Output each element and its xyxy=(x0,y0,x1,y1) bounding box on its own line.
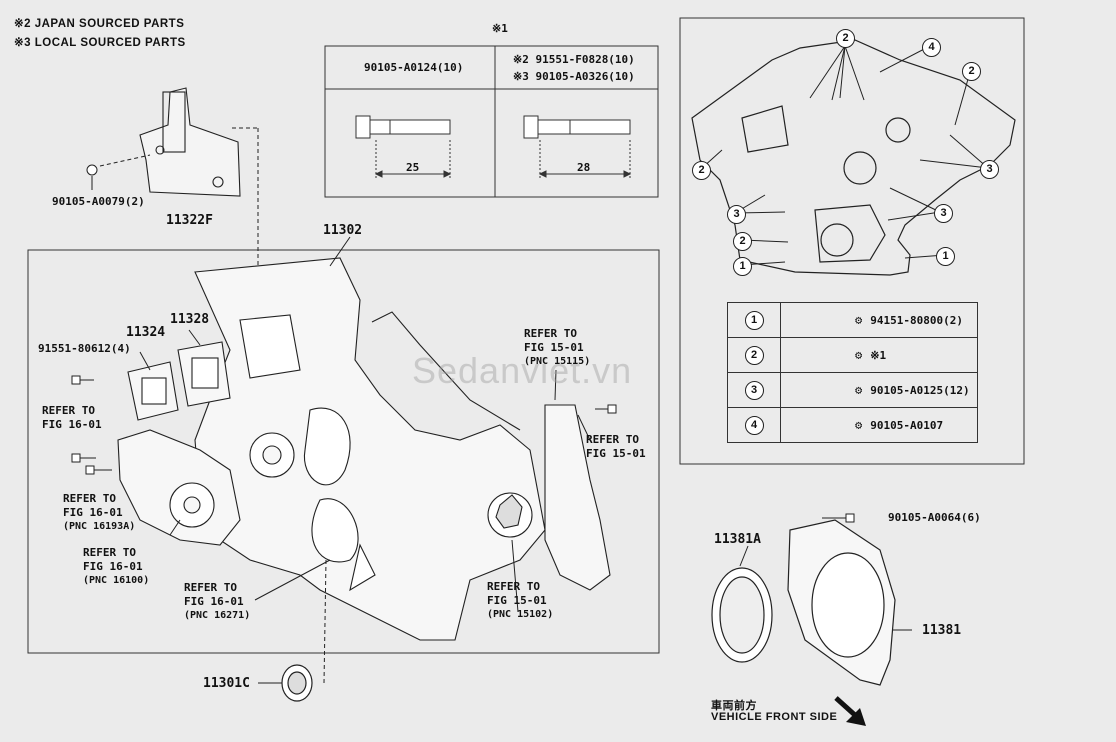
callout-1-left: 1 xyxy=(733,256,752,276)
legend-part-2[interactable]: ※1 xyxy=(870,348,887,362)
callout-2-top: 2 xyxy=(836,28,855,48)
note-japan-sourced: ※2 JAPAN SOURCED PARTS xyxy=(14,18,185,30)
part-front-seal[interactable]: 11301C xyxy=(203,676,250,691)
bolt-table-col1-part: 90105-A0124(10) xyxy=(364,61,464,74)
front-oil-seal-drawing xyxy=(281,664,313,702)
bolt-table-marker: ※1 xyxy=(492,22,508,35)
callout-3-left: 3 xyxy=(727,204,746,224)
callout-4: 4 xyxy=(922,37,941,57)
part-bracket[interactable]: 11322F xyxy=(166,213,213,228)
leader-lines xyxy=(139,236,912,684)
oil-pump-drawing xyxy=(487,404,611,591)
rear-oil-seal-drawing xyxy=(711,567,773,663)
bolt-table-col2-part-b: ※3 90105-A0326(10) xyxy=(513,70,635,83)
legend-row-4: 4 ⚙ 90105-A0107 xyxy=(727,407,978,443)
water-pump-drawing xyxy=(117,429,241,546)
bolt-28-icon xyxy=(523,115,632,180)
bolt-icon: ⚙ xyxy=(855,383,863,397)
legend-row-1: 1 ⚙ 94151-80800(2) xyxy=(727,302,978,338)
vehicle-front-label-en: VEHICLE FRONT SIDE xyxy=(711,711,838,723)
legend-part-3[interactable]: 90105-A0125(12) xyxy=(870,383,970,397)
bolt-legend-table: 1 ⚙ 94151-80800(2) 2 ⚙ ※1 3 ⚙ 90105-A0125(1… xyxy=(727,302,978,443)
bolt-icon: ⚙ xyxy=(855,313,863,327)
callout-2-lower: 2 xyxy=(733,231,752,251)
callout-lines xyxy=(701,45,989,266)
callout-3-right: 3 xyxy=(980,159,999,179)
bracket-drawing xyxy=(139,87,241,197)
part-gasket-b[interactable]: 11328 xyxy=(170,312,210,327)
part-rear-retainer[interactable]: 11381 xyxy=(922,623,962,638)
part-gasket-a[interactable]: 11324 xyxy=(126,325,166,340)
small-bolts xyxy=(71,375,855,523)
bolt-length-28: 28 xyxy=(577,161,591,174)
note-local-sourced: ※3 LOCAL SOURCED PARTS xyxy=(14,37,186,49)
rear-retainer-drawing xyxy=(787,519,896,686)
callout-1-right: 1 xyxy=(936,246,955,266)
part-timing-cover[interactable]: 11302 xyxy=(323,223,363,238)
bolt-icon: ⚙ xyxy=(855,418,863,432)
callout-2-right: 2 xyxy=(962,61,981,81)
legend-part-4[interactable]: 90105-A0107 xyxy=(870,418,944,432)
bolt-icon: ⚙ xyxy=(855,348,863,362)
bolt-table-col2-part-a: ※2 91551-F0828(10) xyxy=(513,53,635,66)
legend-part-1[interactable]: 94151-80800(2) xyxy=(870,313,963,327)
gaskets-drawing xyxy=(127,341,231,421)
bolt-25-icon xyxy=(355,115,452,180)
vehicle-front-arrow-icon xyxy=(834,696,866,726)
legend-num-3: 3 xyxy=(744,381,764,400)
part-oil-seal[interactable]: 11381A xyxy=(714,532,761,547)
bolt-spec-table xyxy=(324,45,659,198)
vehicle-front-label-jp: 車両前方 xyxy=(711,700,757,712)
legend-num-4: 4 xyxy=(744,416,764,435)
part-rear-bolt[interactable]: 90105-A0064(6) xyxy=(888,511,981,524)
callout-3-mid: 3 xyxy=(934,203,953,223)
part-bracket-bolt[interactable]: 90105-A0079(2) xyxy=(52,195,145,208)
timing-cover-drawing xyxy=(194,257,546,641)
legend-num-2: 2 xyxy=(744,346,764,365)
bolt-length-25: 25 xyxy=(406,161,420,174)
callout-2-left: 2 xyxy=(692,160,711,180)
legend-row-3: 3 ⚙ 90105-A0125(12) xyxy=(727,372,978,408)
bolt-location-frame xyxy=(679,17,1025,465)
legend-row-2: 2 ⚙ ※1 xyxy=(727,337,978,373)
part-bolt-left[interactable]: 91551-80612(4) xyxy=(38,342,131,355)
watermark: Sedanviet.vn xyxy=(412,350,633,391)
assembly-frame xyxy=(27,249,660,654)
legend-num-1: 1 xyxy=(744,311,764,330)
